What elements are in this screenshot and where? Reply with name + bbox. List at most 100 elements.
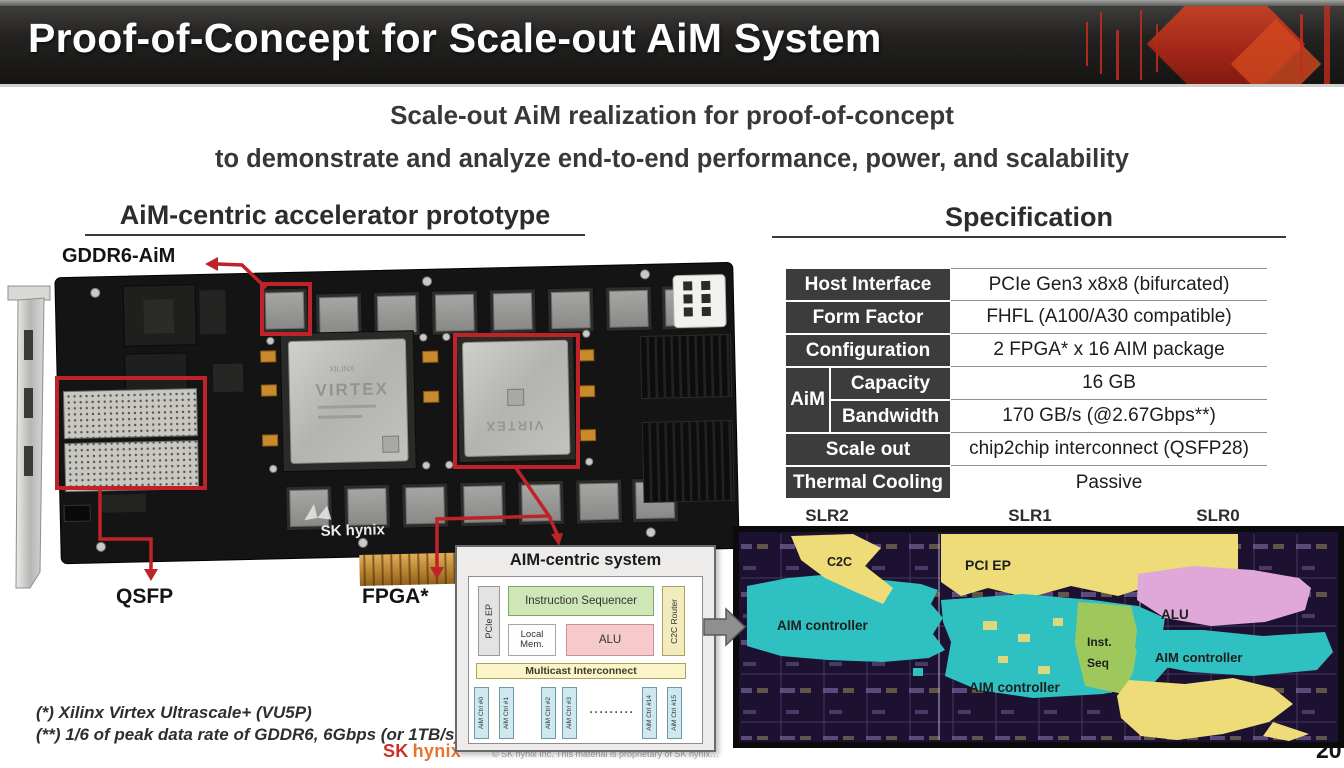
pci-bracket <box>7 285 51 589</box>
pcb: XILINX VIRTEX VIRTEX <box>54 262 740 586</box>
block-label: AiM Ctrl #1 <box>503 696 510 730</box>
silkscreen-text: SK hynix <box>320 521 385 539</box>
block-label: C2C Router <box>668 598 679 644</box>
subtitle-line1: Scale-out AiM realization for proof-of-c… <box>390 100 954 130</box>
label-qsfp: QSFP <box>116 585 174 608</box>
spec-value: FHFL (A100/A30 compatible) <box>951 301 1268 334</box>
spec-label: Configuration <box>785 334 952 367</box>
qsfp-cages <box>62 388 200 493</box>
fpga-chip-center: XILINX VIRTEX <box>279 330 417 473</box>
specification-heading: Specification <box>772 202 1286 238</box>
spec-label: Bandwidth <box>830 400 952 433</box>
table-row: Host Interface PCIe Gen3 x8x8 (bifurcate… <box>785 268 1268 301</box>
subtitle-line2: to demonstrate and analyze end-to-end pe… <box>215 145 1129 173</box>
region-teal-speckles <box>893 596 923 676</box>
annotation-lines <box>98 262 559 570</box>
block-label: AiM Ctrl #0 <box>478 696 485 730</box>
spec-group-label: AiM <box>785 367 830 433</box>
spec-value: PCIe Gen3 x8x8 (bifurcated) <box>951 268 1268 301</box>
block-multicast-interconnect: Multicast Interconnect <box>476 663 686 679</box>
block-aim-ctrl: AiM Ctrl #15 <box>667 687 682 739</box>
slide-title: Proof-of-Concept for Scale-out AiM Syste… <box>28 15 882 61</box>
capacitors <box>260 349 597 447</box>
region-label: AIM controller <box>969 680 1061 695</box>
spec-label: Scale out <box>785 433 952 466</box>
spec-label: Thermal Cooling <box>785 466 952 499</box>
block-alu: ALU <box>566 624 654 656</box>
board-silkscreen: SK hynix <box>304 503 386 540</box>
region-aim-controller-right <box>1135 630 1333 676</box>
screw-holes <box>90 269 656 552</box>
region-label: ALU <box>1161 607 1189 622</box>
accelerator-board-photo: XILINX VIRTEX VIRTEX <box>7 257 740 589</box>
fpga-chip-right: VIRTEX <box>455 333 577 464</box>
block-aim-ctrl: AiM Ctrl #2 <box>541 687 556 739</box>
fpga-floorplan: C2C PCI EP AIM controller AIM controller… <box>733 526 1344 748</box>
spec-value: Passive <box>951 466 1268 499</box>
block-label: AiM Ctrl #3 <box>566 696 573 730</box>
block-label: AiM Ctrl #15 <box>671 695 678 731</box>
label-gddr6-aim: GDDR6-AiM <box>62 245 176 267</box>
block-aim-ctrl: AiM Ctrl #3 <box>562 687 577 739</box>
annotation-arrowheads <box>144 257 563 581</box>
qsfp-callout-box <box>55 376 207 490</box>
spec-value: 2 FPGA* x 16 AIM package <box>951 334 1268 367</box>
table-row: Bandwidth 170 GB/s (@2.67Gbps**) <box>785 400 1268 433</box>
spec-label: Capacity <box>830 367 952 400</box>
region-label: PCI EP <box>965 557 1011 573</box>
system-diagram: AIM-centric system PCIe EP Instruction S… <box>455 545 716 752</box>
chip-marking: VIRTEX <box>484 418 543 434</box>
spec-label: Host Interface <box>785 268 952 301</box>
slr2-label: SLR2 <box>805 506 849 525</box>
slr1-label: SLR1 <box>1008 506 1052 525</box>
region-c2c <box>791 534 893 604</box>
region-label: AIM controller <box>1155 650 1242 665</box>
table-row: Scale out chip2chip interconnect (QSFP28… <box>785 433 1268 466</box>
spec-value: chip2chip interconnect (QSFP28) <box>951 433 1268 466</box>
region-label: Inst. <box>1087 635 1112 649</box>
gddr6-callout-box <box>260 282 312 336</box>
footnote-1: (*) Xilinx Virtex Ultrascale+ (VU5P) <box>36 703 312 722</box>
fpga-callout-box <box>453 333 580 469</box>
specification-table: Host Interface PCIe Gen3 x8x8 (bifurcate… <box>785 268 1268 499</box>
block-instruction-sequencer: Instruction Sequencer <box>508 586 654 616</box>
block-c2c-router: C2C Router <box>662 586 685 656</box>
spec-value: 170 GB/s (@2.67Gbps**) <box>951 400 1268 433</box>
block-aim-ctrl: AiM Ctrl #1 <box>499 687 514 739</box>
footnote-2: (**) 1/6 of peak data rate of GDDR6, 6Gb… <box>36 725 461 744</box>
table-row: Thermal Cooling Passive <box>785 466 1268 499</box>
title-bar: Proof-of-Concept for Scale-out AiM Syste… <box>0 6 1344 87</box>
logo-sk: SK <box>383 741 409 761</box>
slr0-label: SLR0 <box>1196 506 1240 525</box>
region-label: C2C <box>827 555 852 569</box>
svg-text:XILINX: XILINX <box>329 364 355 374</box>
region-yellow-tail <box>1263 722 1309 741</box>
gddr6-aim-package <box>260 287 309 334</box>
block-label: AiM Ctrl #14 <box>646 695 653 731</box>
region-alu <box>1137 566 1311 626</box>
region-label: AIM controller <box>777 618 869 633</box>
flow-arrow-icon <box>703 607 747 647</box>
logo-hynix: hynix <box>412 741 462 761</box>
label-fpga: FPGA* <box>362 585 429 608</box>
spec-label: Form Factor <box>785 301 952 334</box>
spec-value: 16 GB <box>951 367 1268 400</box>
chip-marking: VIRTEX <box>315 379 389 400</box>
region-label: Seq <box>1087 656 1109 670</box>
block-aim-ctrl: AiM Ctrl #0 <box>474 687 489 739</box>
aim-ctrl-ellipsis: ········· <box>589 705 635 719</box>
region-inst-seq <box>1075 602 1139 694</box>
block-label: PCIe EP <box>484 603 494 639</box>
table-row: AiM Capacity 16 GB <box>785 367 1268 433</box>
prototype-heading: AiM-centric accelerator prototype <box>85 200 585 236</box>
table-row: Form Factor FHFL (A100/A30 compatible) <box>785 301 1268 334</box>
annotation-boxes <box>55 282 580 490</box>
copyright-notice: © SK hynix Inc. This material is proprie… <box>492 749 720 759</box>
power-connector <box>672 274 727 329</box>
gddr6-package-row-top <box>314 284 709 339</box>
system-diagram-body: PCIe EP Instruction Sequencer Local Mem.… <box>468 576 703 744</box>
floorplan-labels: C2C PCI EP AIM controller AIM controller… <box>777 555 1242 695</box>
block-aim-ctrl: AiM Ctrl #14 <box>642 687 657 739</box>
slide-top-edge <box>0 0 1344 6</box>
